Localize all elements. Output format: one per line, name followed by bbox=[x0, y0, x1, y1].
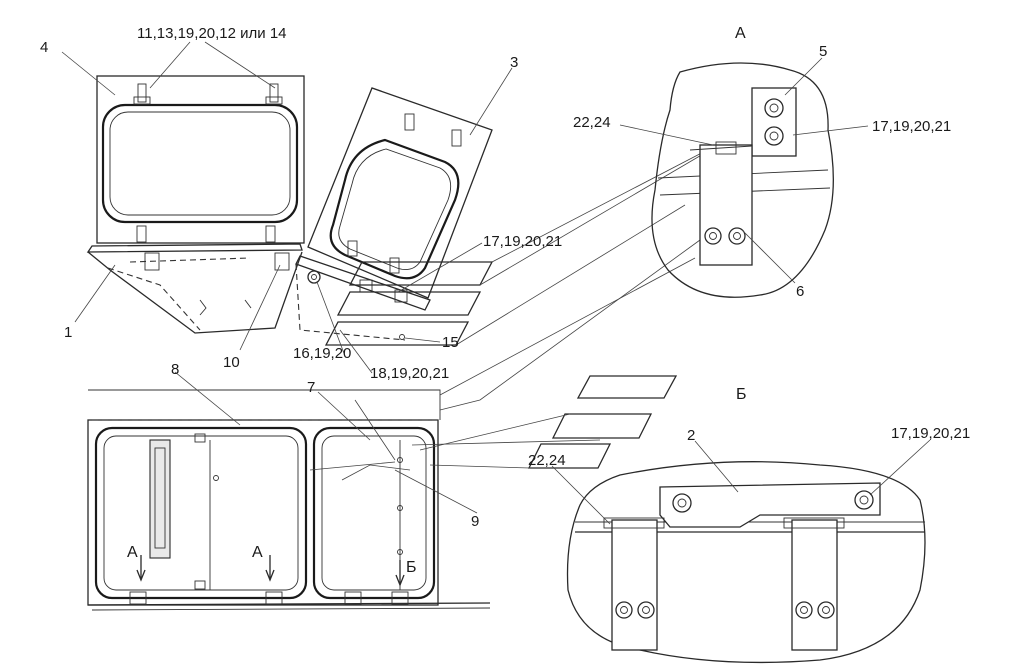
callout-16-19-20: 16,19,20 bbox=[293, 345, 351, 362]
panel-4 bbox=[96, 75, 305, 244]
callout-1: 1 bbox=[64, 324, 72, 341]
detail-a bbox=[651, 62, 834, 298]
view-arrow-a-right: А bbox=[252, 544, 263, 561]
detail-a-callout-5: 5 bbox=[819, 43, 827, 60]
callout-17-19-20-21-top: 17,19,20,21 bbox=[483, 233, 562, 250]
panel-3 bbox=[307, 87, 493, 299]
detail-a-callout-6: 6 bbox=[796, 283, 804, 300]
detail-a-callout-22-24: 22,24 bbox=[573, 114, 611, 131]
detail-b-callout-2: 2 bbox=[687, 427, 695, 444]
callout-9: 9 bbox=[471, 513, 479, 530]
view-arrow-a-left: А bbox=[127, 544, 138, 561]
callout-10: 10 bbox=[223, 354, 240, 371]
detail-b-title: Б bbox=[736, 386, 747, 403]
hinge-bar-1 bbox=[86, 243, 303, 334]
callout-8: 8 bbox=[171, 361, 179, 378]
callout-15: 15 bbox=[442, 334, 459, 351]
detail-b-callout-22-24: 22,24 bbox=[528, 452, 566, 469]
callout-11-13-19-20: 11,13,19,20,12 или 14 bbox=[137, 25, 287, 42]
callout-4: 4 bbox=[40, 39, 48, 56]
detail-b bbox=[566, 461, 926, 664]
hinge-bar-3 bbox=[295, 255, 431, 341]
leader-lines bbox=[309, 145, 716, 481]
detail-a-callout-17-19-20-21: 17,19,20,21 bbox=[872, 118, 951, 135]
assembly-side-view bbox=[87, 389, 491, 611]
callout-18-19-20-21: 18,19,20,21 bbox=[370, 365, 449, 382]
callout-3: 3 bbox=[510, 54, 518, 71]
detail-b-callout-17-19-20-21: 17,19,20,21 bbox=[891, 425, 970, 442]
detail-a-title: А bbox=[735, 25, 746, 42]
callout-leaders bbox=[61, 41, 931, 525]
callout-7: 7 bbox=[307, 379, 315, 396]
view-arrow-b: Б bbox=[406, 559, 417, 576]
